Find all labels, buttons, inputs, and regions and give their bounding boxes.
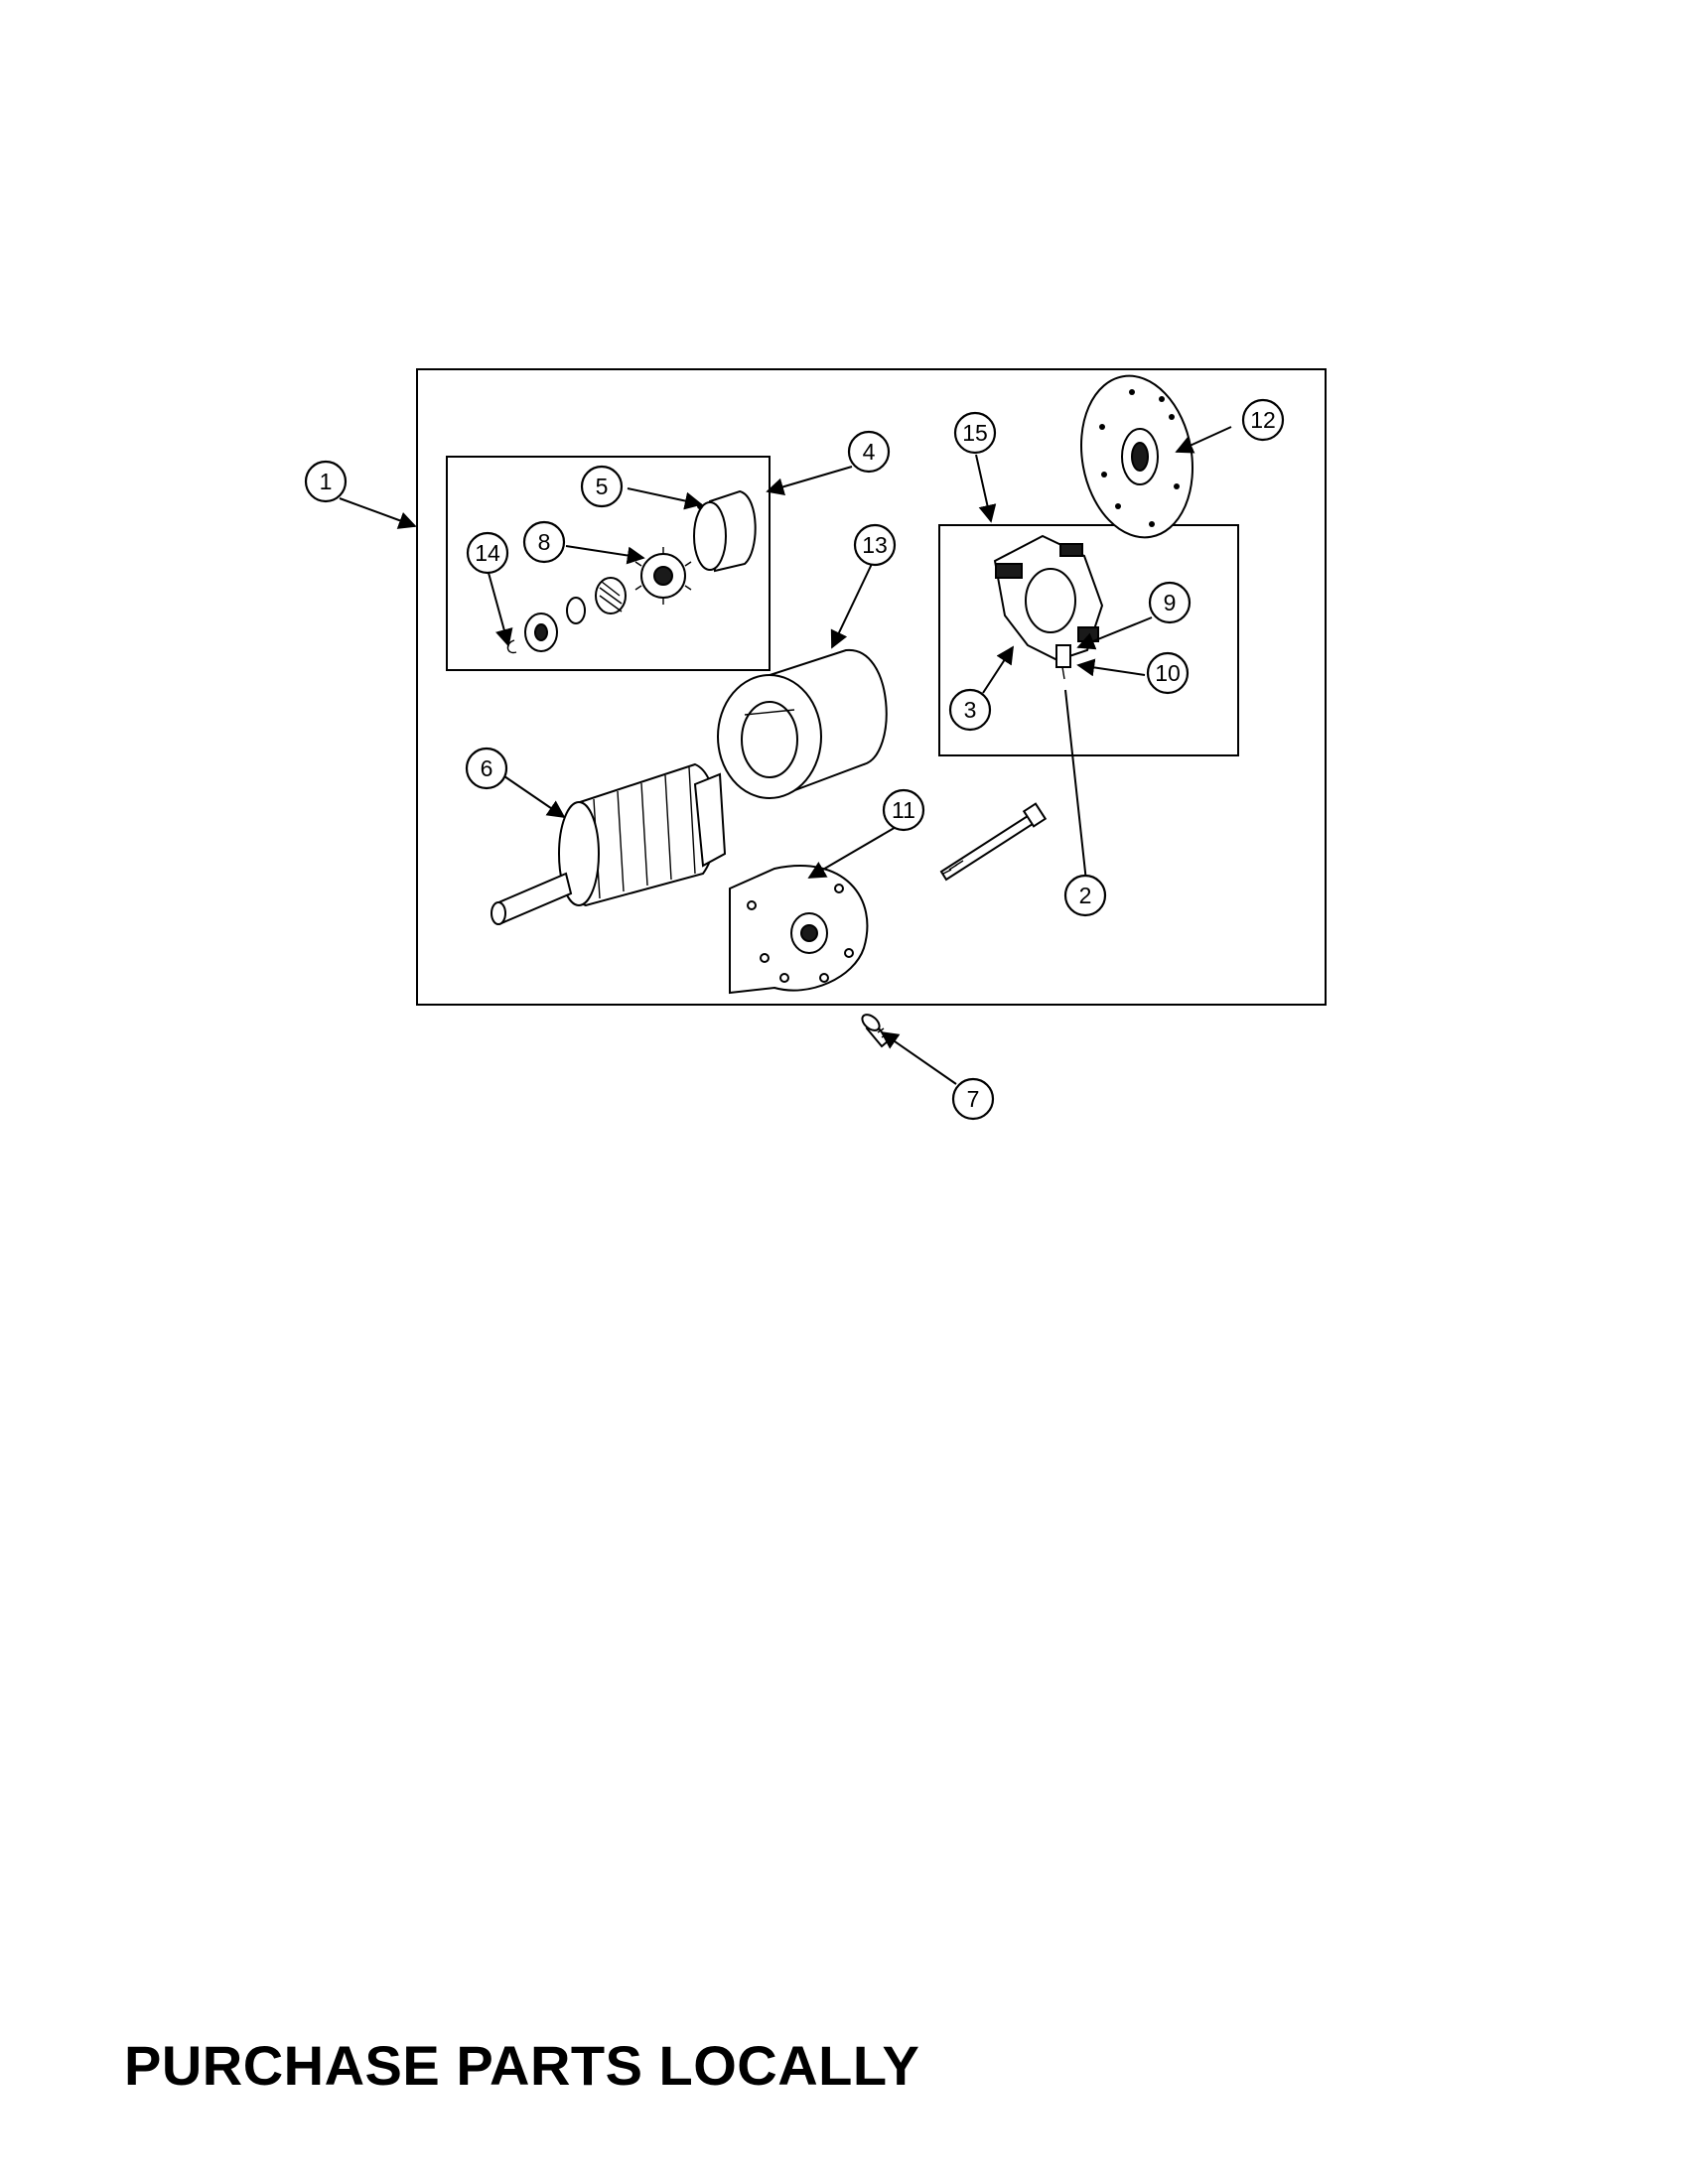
svg-text:10: 10 [1155,660,1181,686]
callout-9: 9 [1148,581,1192,624]
through-bolt [939,802,1048,882]
svg-text:11: 11 [892,797,915,823]
callout-15: 15 [953,411,997,455]
assembly-outline-box [416,368,1327,1006]
svg-text:14: 14 [475,540,500,566]
svg-text:6: 6 [481,755,493,781]
callout-11: 11 [882,788,925,832]
callout-5: 5 [580,465,624,508]
drive-spring [595,577,627,614]
svg-text:2: 2 [1079,883,1092,908]
svg-text:5: 5 [596,474,609,499]
svg-text:9: 9 [1164,590,1177,615]
callout-7: 7 [951,1077,995,1121]
purchase-parts-locally-note: PURCHASE PARTS LOCALLY [124,2034,920,2097]
svg-text:3: 3 [964,697,977,723]
svg-text:15: 15 [962,420,988,446]
callout-3: 3 [948,688,992,732]
svg-text:13: 13 [862,532,888,558]
brush-holder-box [938,524,1239,756]
end-cap-plate [1079,374,1194,539]
callout-8: 8 [522,520,566,564]
svg-text:7: 7 [967,1086,980,1112]
callout-2: 2 [1063,874,1107,917]
armature [491,762,727,925]
brush-holder [993,534,1104,680]
pinion-gear [634,547,692,605]
mounting-screw [861,1014,891,1048]
callout-14: 14 [466,531,509,575]
retaining-clip [506,639,517,654]
callout-1: 1 [304,460,348,503]
callout-13: 13 [853,523,897,567]
drive-washer [566,597,586,624]
callout-6: 6 [465,747,508,790]
callout-4: 4 [847,430,891,474]
svg-text:4: 4 [863,439,876,465]
end-bracket [729,865,869,995]
drive-end-housing [693,489,757,573]
stop-collar [524,613,558,652]
svg-text:1: 1 [320,469,333,494]
motor-housing [717,648,888,799]
svg-text:8: 8 [538,529,551,555]
drive-kit-box [446,456,771,671]
svg-text:12: 12 [1250,407,1276,433]
callout-10: 10 [1146,651,1190,695]
leader-lines [339,426,1232,1085]
callout-12: 12 [1241,398,1285,442]
